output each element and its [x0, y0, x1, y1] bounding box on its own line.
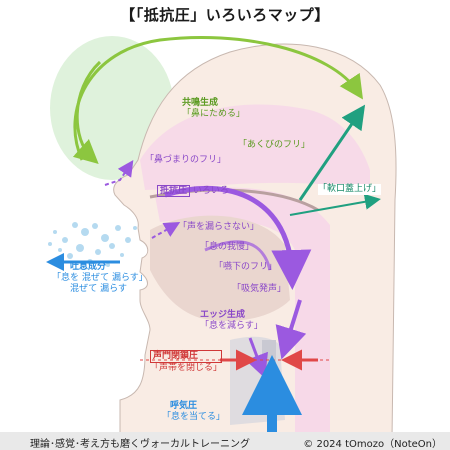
label-resonance-body: 「鼻にためる」 — [182, 109, 246, 119]
label-glottal-head: 声門閉鎖圧 — [150, 350, 223, 363]
footer-bar: 理論･感覚･考え方も磨くヴォーカルトレーニング © 2024 tOmozo（No… — [0, 432, 450, 450]
label-glottal-body: 「声帯を閉じる」 — [150, 363, 223, 373]
label-breathy-body1: 「息を 混ぜて 漏らす」 — [52, 273, 148, 283]
label-glottal: 声門閉鎖圧 「声帯を閉じる」 — [150, 350, 223, 374]
label-edge-head: エッジ生成 — [200, 310, 246, 320]
label-hold: 「息の我慢」 — [200, 242, 254, 253]
resistance-return-arrow — [204, 240, 272, 271]
label-resist-body: いろいろ — [192, 186, 229, 196]
label-exhale-head: 呼気圧 — [170, 401, 198, 411]
nasal-dashed-arrow — [104, 160, 134, 186]
label-breathy: 吐息成分 「息を 混ぜて 漏らす」 混ぜて 漏らす — [52, 262, 148, 295]
label-raise-body: 「軟口蓋上げ」 — [318, 184, 382, 194]
footer-copyright: © 2024 tOmozo（NoteOn） — [303, 439, 442, 450]
nasal-cavity — [140, 104, 370, 190]
soft-palate-arrow — [289, 193, 381, 216]
label-noleak: 「声を漏らさない」 — [178, 222, 259, 233]
velum-raise-arrow — [298, 104, 366, 201]
label-resist-head: 抵抗圧 — [157, 185, 191, 197]
resistance-curve-arrow — [164, 185, 312, 290]
label-noleak-body: 「声を漏らさない」 — [178, 222, 260, 232]
breath-cloud — [48, 222, 137, 267]
label-edge-body: 「息を減らす」 — [200, 321, 263, 331]
label-breathy-head: 吐息成分 — [70, 262, 107, 272]
label-yawn: 「あくびのフリ」 — [238, 140, 310, 151]
label-nasal-body: 「鼻づまりのフリ」 — [145, 155, 227, 165]
label-breathy-body2: 混ぜて 漏らす — [70, 284, 127, 294]
pharynx-down-arrow — [275, 299, 307, 360]
resonance-arc-inner — [72, 60, 102, 165]
page-title: 【「抵抗圧」いろいろマップ】 — [120, 6, 330, 24]
label-yawn-body: 「あくびのフリ」 — [238, 140, 311, 150]
footer-tagline: 理論･感覚･考え方も磨くヴォーカルトレーニング — [30, 439, 250, 450]
label-inhale: 「吸気発声」 — [232, 284, 286, 295]
label-edge: エッジ生成 「息を減らす」 — [200, 310, 263, 332]
label-inhale-body: 「吸気発声」 — [232, 284, 287, 294]
label-hold-body: 「息の我慢」 — [200, 242, 255, 252]
label-exhale: 呼気圧 「息を当てる」 — [162, 401, 225, 423]
label-raise: 「軟口蓋上げ」 — [318, 184, 382, 195]
label-swallow: 「嚥下のフリ」 — [214, 262, 277, 273]
label-resist: 抵抗圧 いろいろ — [157, 185, 229, 197]
label-nasal: 「鼻づまりのフリ」 — [145, 155, 226, 166]
label-swallow-body: 「嚥下のフリ」 — [214, 262, 278, 272]
label-resonance-head: 共鳴生成 — [182, 98, 219, 108]
mouth-dashed-arrow — [151, 222, 181, 239]
label-resonance: 共鳴生成 「鼻にためる」 — [182, 98, 245, 120]
label-exhale-body: 「息を当てる」 — [162, 412, 226, 422]
tongue — [150, 215, 290, 321]
